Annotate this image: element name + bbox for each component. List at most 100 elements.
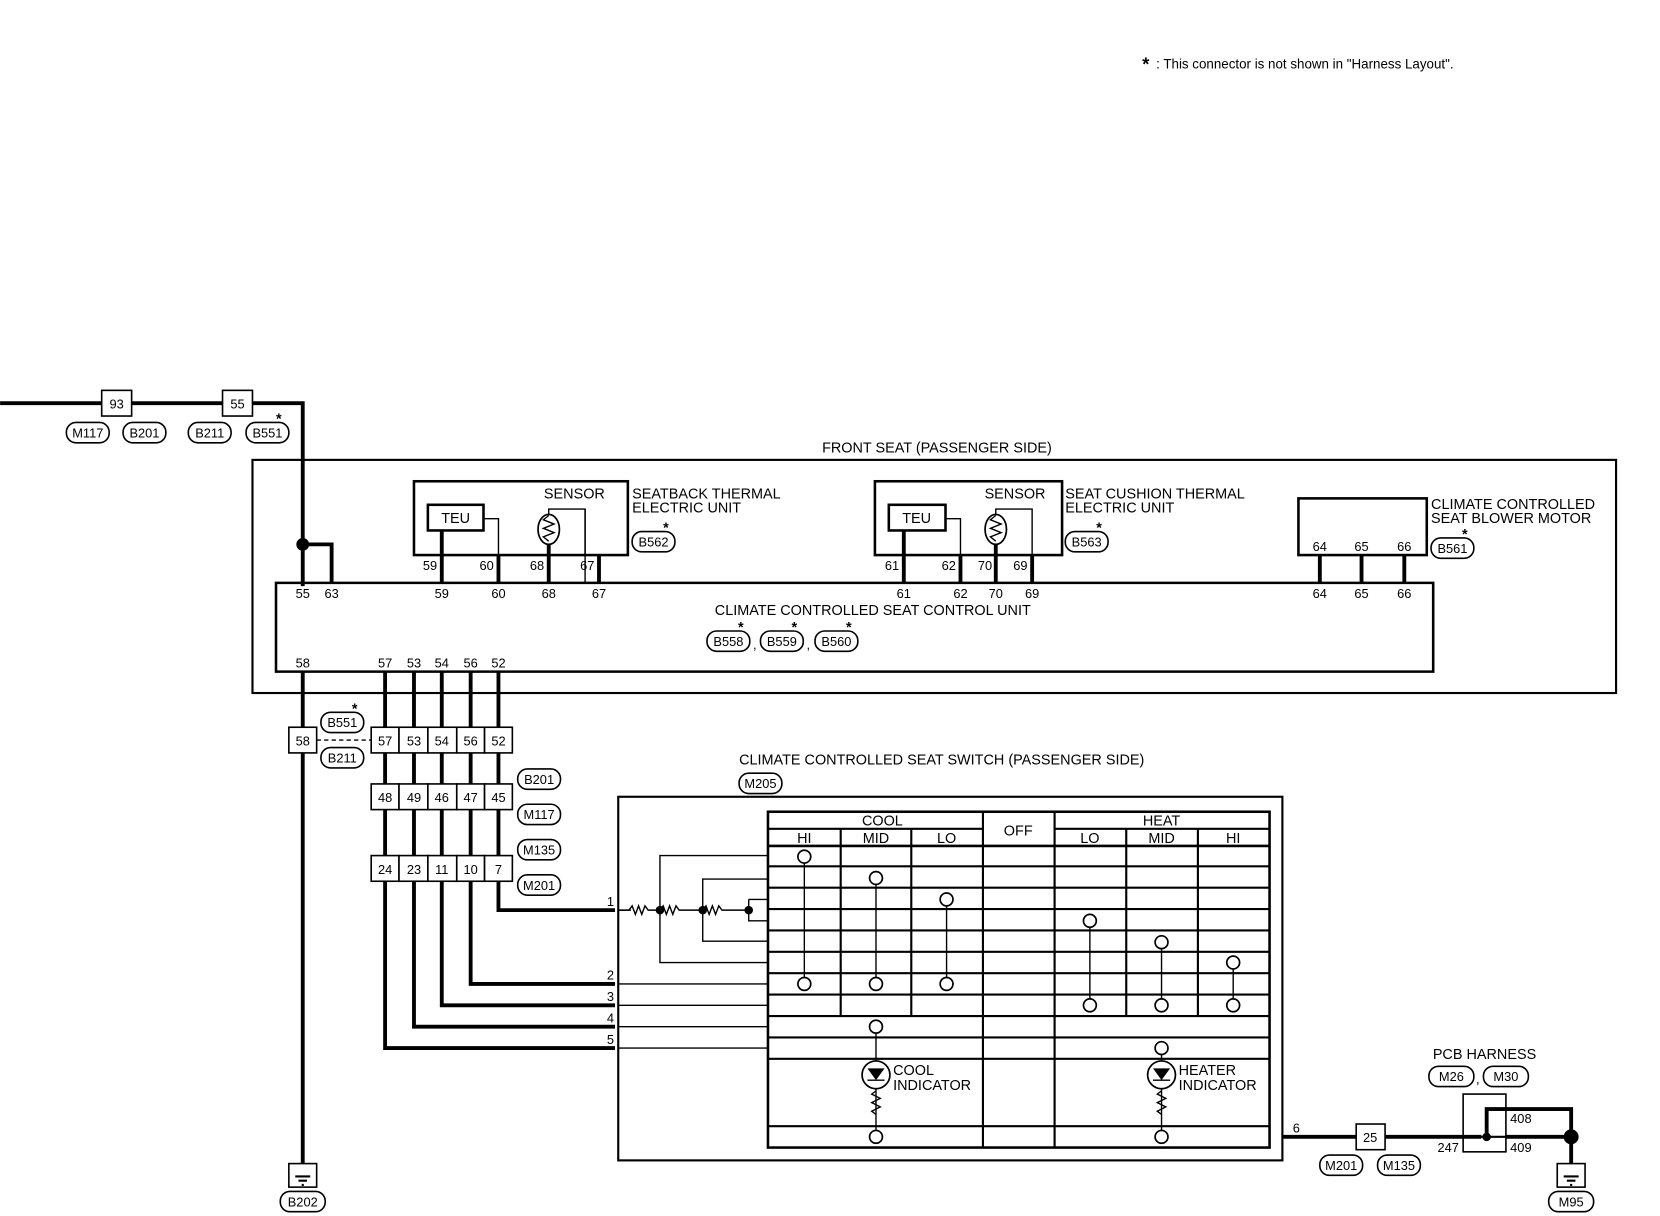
column-label: MID (863, 831, 889, 847)
pin-label: 62 (942, 558, 956, 573)
pcb-title: PCB HARNESS (1433, 1047, 1536, 1063)
separator: , (1476, 1071, 1480, 1086)
connector-label: B211 (328, 751, 357, 766)
front-seat-title: FRONT SEAT (PASSENGER SIDE) (822, 440, 1052, 456)
teu-label: TEU (902, 511, 931, 527)
unit-label: CLIMATE CONTROLLED (1431, 497, 1595, 513)
pin-label: 65 (1354, 586, 1368, 601)
group-label-off: OFF (1004, 823, 1033, 839)
pin-label: 247 (1437, 1140, 1458, 1155)
connector-label: M201 (523, 878, 555, 893)
wire-4 (412, 671, 616, 1029)
control-unit-label: CLIMATE CONTROLLED SEAT CONTROL UNIT (715, 603, 1031, 619)
thermistor-icon (537, 513, 561, 546)
pin-label: 64 (1313, 586, 1327, 601)
indicator-label: HEATER (1179, 1063, 1236, 1079)
separator: , (753, 637, 757, 652)
asterisk-icon: * (791, 620, 797, 636)
pcb-harness: PCB HARNESS M26 , M30 247 408 409 (1428, 1047, 1579, 1175)
pin-label: 58 (296, 655, 310, 670)
pin-label: 55 (296, 586, 310, 601)
terminal-label: 6 (1293, 1121, 1300, 1136)
connector-M117: M117 (65, 421, 110, 444)
legend-note: * : This connector is not shown in "Harn… (1142, 55, 1453, 75)
seat-blower-motor: 64 65 66 CLIMATE CONTROLLED SEAT BLOWER … (1297, 497, 1595, 583)
indicator-label: COOL (893, 1063, 934, 1079)
pin-label: 68 (530, 558, 544, 573)
splice-pin: 55 (230, 397, 244, 412)
pin-label: 70 (989, 586, 1003, 601)
connector-row-3: 24 23 11 10 7 (370, 854, 514, 883)
pin-label: 56 (464, 733, 478, 748)
resistor-ladder (618, 903, 749, 917)
terminal-label: 1 (607, 894, 614, 909)
seat-switch: CLIMATE CONTROLLED SEAT SWITCH (PASSENGE… (607, 753, 1300, 1162)
indicator-label: INDICATOR (1179, 1078, 1257, 1094)
wire-1 (496, 671, 616, 913)
pin-label: 65 (1354, 539, 1368, 554)
connector-label: M205 (744, 776, 776, 791)
sensor-label: SENSOR (544, 486, 605, 502)
pin-label: 66 (1397, 539, 1411, 554)
splice-93: 93 (100, 389, 133, 417)
unit-label: SEAT BLOWER MOTOR (1431, 511, 1591, 527)
column-label: HI (797, 831, 811, 847)
pin-label: 69 (1025, 586, 1039, 601)
terminal-label: 4 (607, 1010, 614, 1025)
pin-label: 66 (1397, 586, 1411, 601)
pin-label: 61 (885, 558, 899, 573)
asterisk-icon: * (1142, 55, 1150, 75)
splice-55: 55 (221, 389, 254, 417)
cool-indicator-led: COOL INDICATOR (861, 1019, 971, 1145)
pin-label: 58 (296, 733, 310, 748)
wire-2 (468, 671, 616, 986)
column-label: LO (937, 831, 956, 847)
pin-label: 53 (407, 655, 421, 670)
pin-label: 409 (1510, 1140, 1531, 1155)
connector-label: M95 (1559, 1194, 1584, 1209)
thermistor-icon (984, 513, 1008, 546)
pin-label: 54 (435, 655, 449, 670)
connector-label: B551 (252, 425, 282, 440)
asterisk-icon: * (738, 620, 744, 636)
separator: , (806, 637, 810, 652)
ground-B202: B202 (279, 1162, 327, 1213)
unit-label: SEATBACK THERMAL (632, 486, 781, 502)
splice-25: 25 M201 M135 (1319, 1123, 1422, 1177)
connector-label: B201 (129, 425, 159, 440)
asterisk-icon: * (352, 701, 358, 717)
connector-label: B561 (1437, 541, 1467, 556)
pin-label: 63 (324, 586, 338, 601)
ground-M95: M95 (1547, 1162, 1595, 1213)
note-text: : This connector is not shown in "Harnes… (1156, 56, 1453, 71)
seat-control-unit: 55 63 59 60 68 67 61 62 70 69 64 65 66 5… (274, 537, 1435, 673)
pin-label: 69 (1013, 558, 1027, 573)
group-label-heat: HEAT (1143, 814, 1181, 830)
pin-label: 64 (1313, 539, 1327, 554)
connector-label: B558 (713, 634, 743, 649)
pin-label: 62 (953, 586, 967, 601)
seatback-thermal-electric-unit: TEU SENSOR 59 60 68 67 SEATBACK THERMAL … (412, 479, 781, 583)
connector-B211: B211 (187, 421, 232, 444)
connector-B201: B201 (122, 421, 167, 444)
pin-label: 53 (407, 733, 421, 748)
sensor-label: SENSOR (985, 486, 1046, 502)
pin-label: 68 (542, 586, 556, 601)
connector-label: B559 (767, 634, 797, 649)
terminal-label: 3 (607, 989, 614, 1004)
pin-label: 67 (592, 586, 606, 601)
connector-label: B562 (639, 535, 669, 550)
splice-pin: 25 (1363, 1130, 1377, 1145)
terminal-label: 5 (607, 1032, 614, 1047)
teu-label: TEU (441, 511, 470, 527)
connector-label: M26 (1439, 1069, 1464, 1084)
pin-label: 60 (480, 558, 494, 573)
pin-label: 408 (1510, 1111, 1531, 1126)
connector-B551: B551 * (245, 412, 290, 444)
switch-title: CLIMATE CONTROLLED SEAT SWITCH (PASSENGE… (739, 753, 1144, 769)
pin-label: 56 (464, 655, 478, 670)
front-seat-enclosure (251, 458, 1618, 695)
pin-label: 52 (491, 733, 505, 748)
pin-label: 61 (897, 586, 911, 601)
